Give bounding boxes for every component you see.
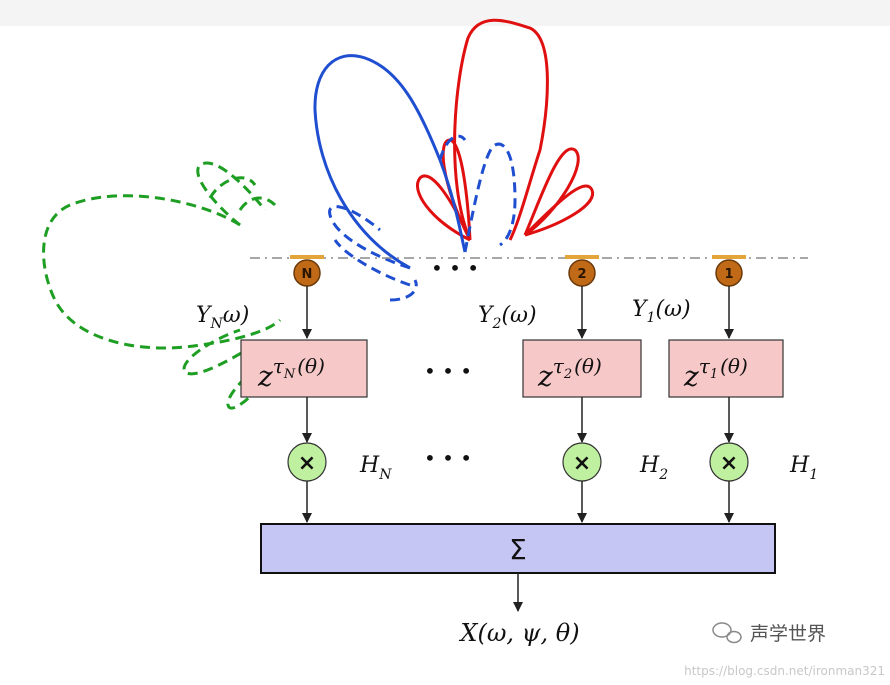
svg-text:zτN(θ): zτN(θ) [257, 354, 325, 393]
ellipsis-weights: • • • [424, 446, 472, 470]
beam-pattern-blue [313, 54, 517, 302]
svg-text:×: × [720, 451, 738, 476]
mic-cap-n [290, 255, 324, 259]
signal-label-1: Y1(ω) [632, 297, 691, 326]
top-bar [0, 0, 890, 26]
mic-cap-2 [565, 255, 599, 259]
multiplier-n: × [287, 442, 327, 482]
mic-cap-1 [712, 255, 746, 259]
delay-box-2: zτ2(θ) [522, 339, 642, 398]
mic-2: 2 [568, 259, 596, 287]
multiplier-2: × [562, 442, 602, 482]
wechat-icon [712, 622, 742, 644]
delay-box-1: zτ1(θ) [668, 339, 784, 398]
svg-text:2: 2 [577, 267, 586, 282]
weight-label-n: HN [359, 453, 392, 483]
signal-label-2: Y2(ω) [478, 303, 537, 332]
ellipsis-mics: • • • [431, 256, 479, 280]
mic-n: N [293, 259, 321, 287]
beam-pattern-red [416, 18, 595, 242]
mic-1: 1 [715, 259, 743, 287]
weight-label-1: H1 [789, 453, 818, 483]
svg-text:zτ1(θ): zτ1(θ) [683, 354, 748, 393]
svg-text:Σ: Σ [509, 533, 527, 566]
sum-box: Σ [260, 523, 776, 574]
svg-text:zτ2(θ): zτ2(θ) [537, 354, 602, 393]
multiplier-1: × [709, 442, 749, 482]
output-label: X(ω, ψ, θ) [458, 619, 579, 647]
svg-text:N: N [302, 267, 313, 282]
svg-text:×: × [573, 451, 591, 476]
delay-box-n: zτN(θ) [240, 339, 368, 398]
ellipsis-delays: • • • [424, 359, 472, 383]
watermark: 声学世界 https://blog.csdn.net/ironman321 [684, 622, 885, 678]
weight-label-2: H2 [639, 453, 668, 483]
watermark-brand: 声学世界 [750, 623, 826, 645]
svg-text:×: × [298, 451, 316, 476]
watermark-url: https://blog.csdn.net/ironman321 [684, 664, 885, 678]
signal-label-n: YNω) [196, 303, 249, 332]
svg-text:1: 1 [724, 267, 733, 282]
